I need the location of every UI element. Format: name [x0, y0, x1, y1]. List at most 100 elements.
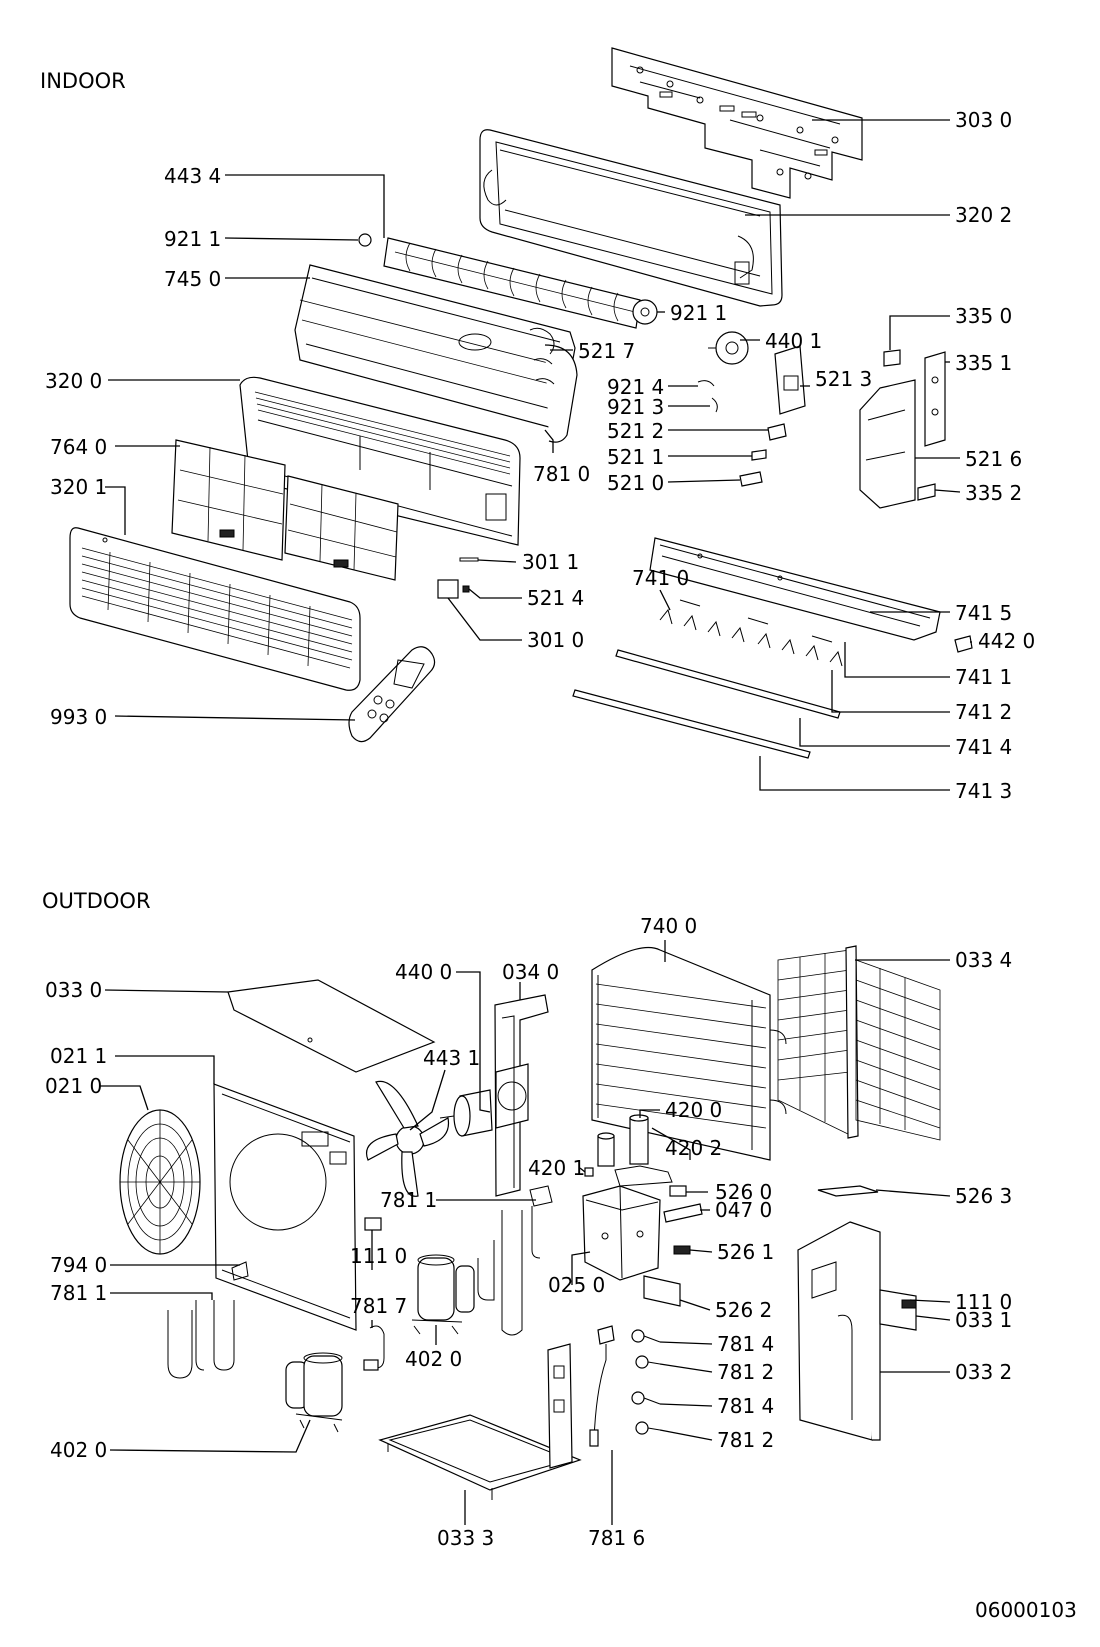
part-label: 420 2	[665, 1136, 722, 1160]
part-label: 301 1	[522, 550, 579, 574]
part-label: 111 0	[350, 1244, 407, 1268]
part-label: 521 2	[607, 419, 664, 443]
part-label: 047 0	[715, 1198, 772, 1222]
part-label: 921 1	[164, 227, 221, 251]
part-label: 021 0	[45, 1074, 102, 1098]
part-label: 781 1	[380, 1188, 437, 1212]
part-label: 033 2	[955, 1360, 1012, 1384]
valves-drawing	[363, 1325, 661, 1447]
part-label: 111 0	[955, 1290, 1012, 1314]
front-panel-drawing	[69, 527, 361, 691]
part-label: 740 0	[640, 914, 697, 938]
part-label: 025 0	[548, 1273, 605, 1297]
top-cover-drawing	[227, 979, 436, 1073]
electrical-box-drawing	[582, 1185, 661, 1281]
part-label: 033 1	[955, 1308, 1012, 1332]
part-label: 440 0	[395, 960, 452, 984]
part-label: 921 4	[607, 375, 664, 399]
part-label: 781 2	[717, 1428, 774, 1452]
compressor-left-drawing	[167, 1261, 343, 1433]
part-label: 741 3	[955, 779, 1012, 803]
front-frame-drawing	[239, 376, 521, 546]
capacitors-drawing	[584, 1114, 673, 1187]
part-label: 794 0	[50, 1253, 107, 1277]
indoor-parts-drawing	[69, 47, 973, 759]
part-label: 521 6	[965, 447, 1022, 471]
part-label: 741 5	[955, 601, 1012, 625]
outdoor-front-panel-drawing	[213, 1083, 357, 1331]
part-label: 764 0	[50, 435, 107, 459]
outdoor-section-title: OUTDOOR	[42, 889, 151, 913]
part-label: 402 0	[50, 1438, 107, 1462]
part-label: 442 0	[978, 629, 1035, 653]
part-label: 781 1	[50, 1281, 107, 1305]
louver-assembly-drawing	[572, 537, 973, 759]
mounting-plate-drawing	[611, 47, 863, 199]
part-label: 781 0	[533, 462, 590, 486]
part-label: 741 1	[955, 665, 1012, 689]
part-label: 781 4	[717, 1394, 774, 1418]
part-label: 521 1	[607, 445, 664, 469]
part-label: 443 1	[423, 1046, 480, 1070]
outdoor-part-labels: 740 0 440 0 034 0 033 0 033 4 021 1 443 …	[45, 914, 1012, 1550]
part-label: 033 0	[45, 978, 102, 1002]
leader-lines	[100, 119, 972, 1525]
part-label: 526 3	[955, 1184, 1012, 1208]
outdoor-parts-drawing	[119, 945, 941, 1500]
compressor-middle-drawing	[411, 1185, 553, 1336]
rear-guard-drawing	[777, 945, 941, 1141]
part-label: 021 1	[50, 1044, 107, 1068]
part-label: 745 0	[164, 267, 221, 291]
part-label: 440 1	[765, 329, 822, 353]
part-label: 781 7	[350, 1294, 407, 1318]
side-panel-drawing	[364, 1185, 917, 1441]
part-label: 335 2	[965, 481, 1022, 505]
air-filters-drawing	[171, 439, 399, 581]
part-label: 033 3	[437, 1526, 494, 1550]
motor-bracket-drawing	[494, 994, 549, 1197]
part-label: 993 0	[50, 705, 107, 729]
evaporator-drawing	[294, 264, 578, 443]
part-label: 741 0	[632, 566, 689, 590]
part-label: 741 4	[955, 735, 1012, 759]
rear-chassis-drawing	[479, 129, 783, 307]
part-label: 301 0	[527, 628, 584, 652]
base-pan-drawing	[378, 1343, 582, 1500]
part-label: 781 2	[717, 1360, 774, 1384]
part-label: 033 4	[955, 948, 1012, 972]
part-label: 521 4	[527, 586, 584, 610]
part-label: 320 0	[45, 369, 102, 393]
part-label: 781 4	[717, 1332, 774, 1356]
part-label: 521 3	[815, 367, 872, 391]
part-label: 526 0	[715, 1180, 772, 1204]
part-label: 303 0	[955, 108, 1012, 132]
drawing-number: 06000103	[975, 1598, 1077, 1622]
part-label: 741 2	[955, 700, 1012, 724]
part-label: 921 3	[607, 395, 664, 419]
part-label: 526 2	[715, 1298, 772, 1322]
control-box-drawing	[437, 331, 946, 599]
part-label: 521 0	[607, 471, 664, 495]
condenser-drawing	[591, 946, 787, 1161]
part-label: 420 0	[665, 1098, 722, 1122]
part-label: 921 1	[670, 301, 727, 325]
terminal-parts-drawing	[643, 1185, 703, 1307]
part-label: 402 0	[405, 1347, 462, 1371]
fan-blade-drawing	[366, 1080, 450, 1197]
part-label: 034 0	[502, 960, 559, 984]
fan-motor-drawing	[439, 1089, 493, 1137]
part-label: 521 7	[578, 339, 635, 363]
part-label: 335 1	[955, 351, 1012, 375]
part-label: 335 0	[955, 304, 1012, 328]
indoor-section-title: INDOOR	[40, 69, 126, 93]
part-label: 320 2	[955, 203, 1012, 227]
indoor-part-labels: 303 0 320 2 443 4 921 1 745 0 921 1 521 …	[45, 108, 1035, 803]
remote-control-drawing	[348, 646, 436, 743]
fan-guard-drawing	[119, 1109, 201, 1255]
part-label: 420 1	[528, 1156, 585, 1180]
part-label: 443 4	[164, 164, 221, 188]
part-label: 320 1	[50, 475, 107, 499]
part-label: 526 1	[717, 1240, 774, 1264]
part-label: 781 6	[588, 1526, 645, 1550]
